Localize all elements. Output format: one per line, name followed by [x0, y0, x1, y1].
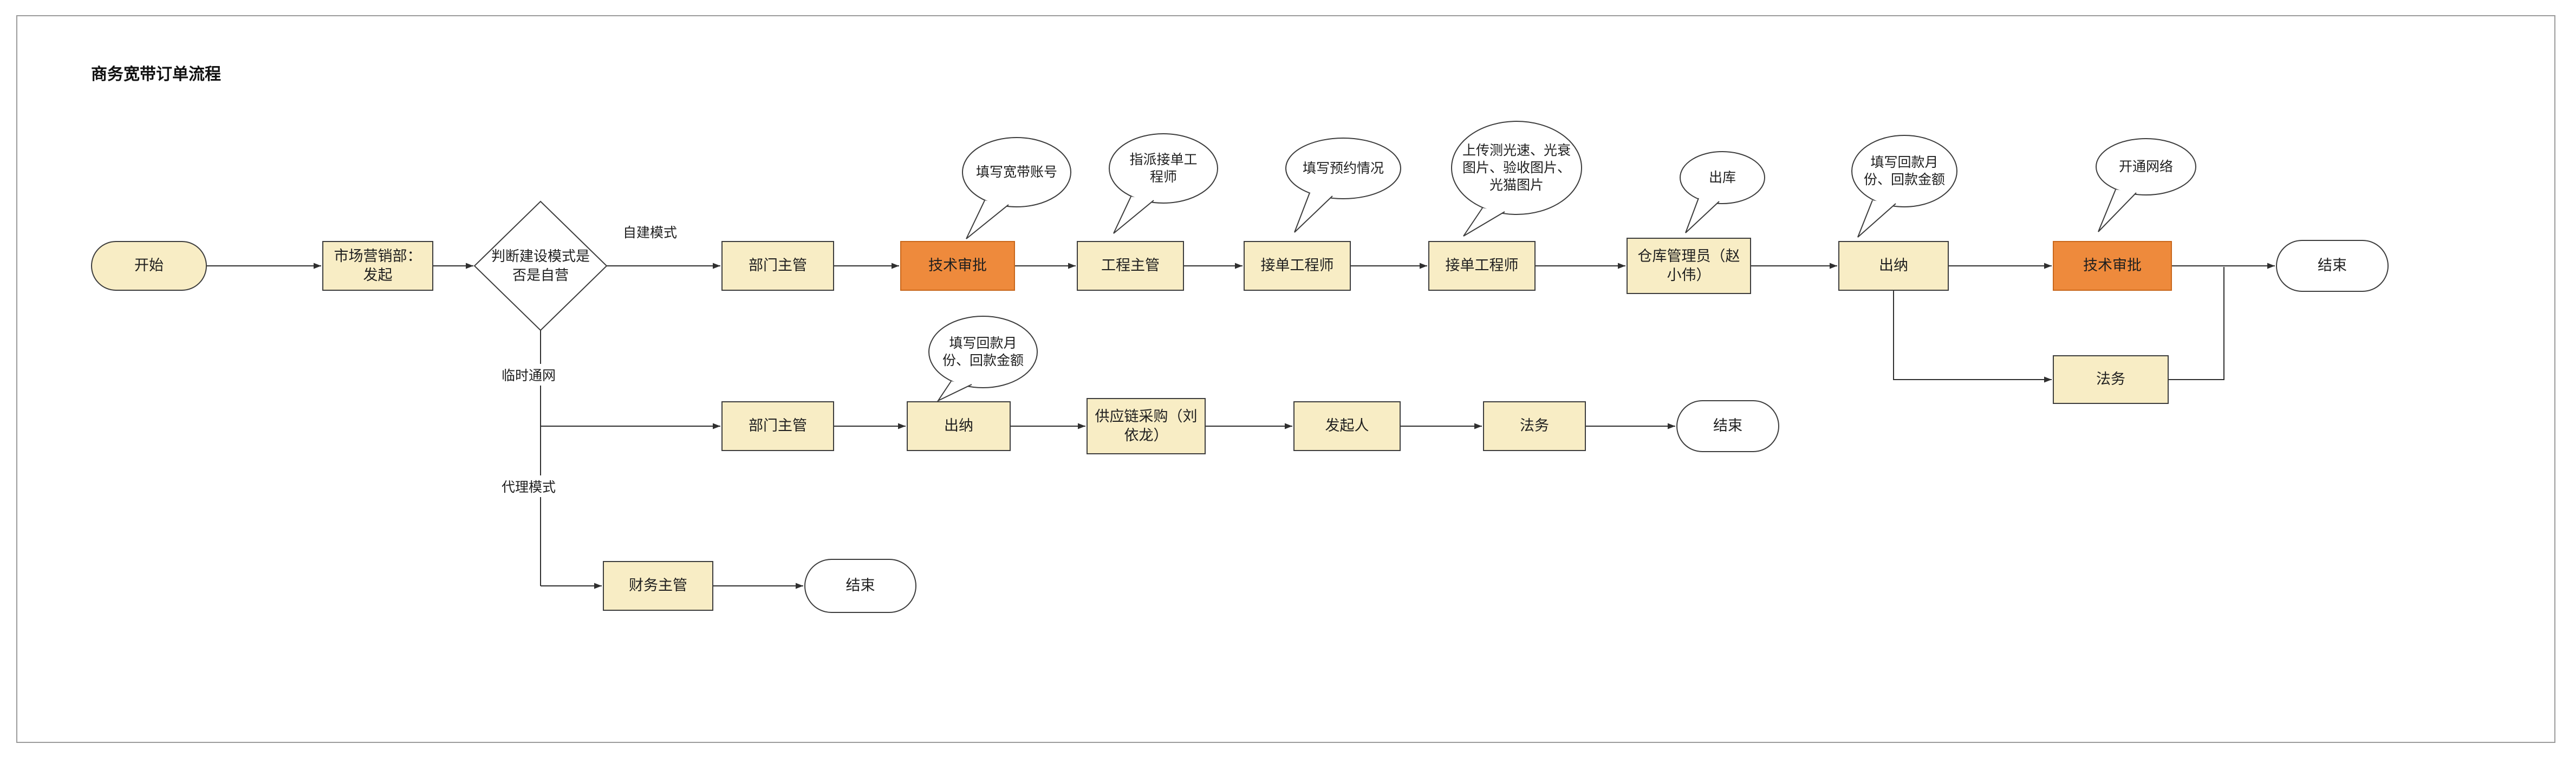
node-decision[interactable]: 判断建设模式是否是自营 — [491, 247, 590, 283]
node-warehouse-keeper[interactable]: 仓库管理员（赵小伟） — [1627, 238, 1751, 294]
node-tech-approval-2[interactable]: 技术审批 — [2053, 241, 2172, 291]
node-end-3[interactable]: 结束 — [804, 559, 916, 613]
bubble-fill-payment-month-amount-2[interactable]: 填写回款月份、回款金额 — [942, 336, 1024, 368]
bubble-fill-payment-month-amount-1[interactable]: 填写回款月份、回款金额 — [1863, 155, 1945, 187]
bubble-upload-photos-shape — [1451, 121, 1582, 215]
decision-diamond-shape[interactable] — [473, 200, 608, 331]
node-legal-2[interactable]: 法务 — [1483, 401, 1586, 451]
bubble-tail — [936, 381, 972, 402]
bubble-fill-payment-2-shape — [928, 316, 1038, 388]
node-order-engineer-2[interactable]: 接单工程师 — [1428, 241, 1536, 291]
label-temporary-network: 临时通网 — [498, 364, 560, 386]
node-cashier-2[interactable]: 出纳 — [907, 401, 1011, 451]
node-tech-approval-1[interactable]: 技术审批 — [900, 241, 1015, 291]
node-start[interactable]: 开始 — [91, 241, 207, 291]
node-finance-manager[interactable]: 财务主管 — [603, 561, 713, 611]
node-supply-chain[interactable]: 供应链采购（刘依龙） — [1087, 398, 1206, 454]
diagram-title: 商务宽带订单流程 — [91, 66, 221, 83]
bubble-fill-appointment-status[interactable]: 填写预约情况 — [1302, 161, 1384, 176]
bubble-fill-payment-1-shape — [1851, 135, 1957, 207]
bubble-open-network[interactable]: 开通网络 — [2118, 159, 2173, 174]
label-agency-mode: 代理模式 — [498, 475, 560, 497]
node-end-1[interactable]: 结束 — [2276, 240, 2389, 292]
bubble-tail — [1113, 196, 1154, 234]
node-order-engineer-1[interactable]: 接单工程师 — [1244, 241, 1351, 291]
node-legal-1[interactable]: 法务 — [2053, 355, 2169, 404]
bubble-assign-order-engineer-shape — [1109, 133, 1218, 204]
node-marketing[interactable]: 市场营销部：发起 — [322, 241, 433, 291]
bubble-tail — [1294, 192, 1333, 233]
label-self-build-mode: 自建模式 — [623, 225, 678, 240]
bubble-open-network-shape — [2096, 138, 2196, 195]
node-cashier-1[interactable]: 出纳 — [1838, 241, 1949, 291]
node-eng-manager[interactable]: 工程主管 — [1077, 241, 1184, 291]
bubble-upload-photos[interactable]: 上传测光速、光衰图片、验收图片、光猫图片 — [1462, 143, 1571, 193]
bubble-fill-appointment-shape — [1285, 138, 1401, 199]
bubble-tail — [1463, 207, 1505, 237]
node-dept-manager-1[interactable]: 部门主管 — [721, 241, 834, 291]
canvas-border — [16, 15, 2555, 743]
bubble-fill-broadband-account-shape — [962, 137, 1071, 207]
node-end-2[interactable]: 结束 — [1676, 400, 1779, 452]
bubble-outbound[interactable]: 出库 — [1708, 170, 1736, 185]
bubble-tail — [1685, 198, 1720, 233]
bubble-tail — [1857, 200, 1896, 238]
node-dept-manager-2[interactable]: 部门主管 — [721, 401, 834, 451]
node-initiator[interactable]: 发起人 — [1293, 401, 1401, 451]
bubble-tail — [966, 200, 1009, 239]
bubble-outbound-shape — [1680, 151, 1765, 204]
callout-shapes[interactable] — [928, 121, 2196, 402]
bubble-fill-broadband-account[interactable]: 填写宽带账号 — [975, 165, 1057, 180]
bubble-tail — [2098, 189, 2137, 232]
bubble-assign-order-engineer[interactable]: 指派接单工程师 — [1129, 152, 1198, 185]
